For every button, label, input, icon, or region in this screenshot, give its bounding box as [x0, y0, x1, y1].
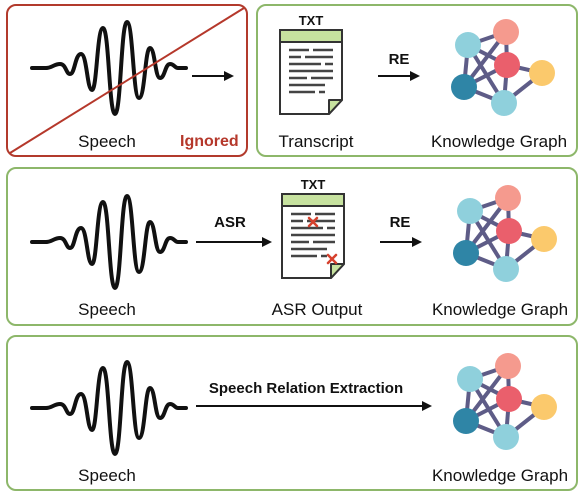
- asr-arrow-label: ASR: [214, 214, 246, 231]
- knowledge-graph-label: Knowledge Graph: [431, 466, 569, 485]
- waveform-icon: [30, 20, 188, 116]
- knowledge-graph-icon: [451, 183, 559, 284]
- document-icon: [278, 28, 344, 116]
- re-arrow-label: RE: [389, 214, 411, 231]
- speech-relation-extraction-label: Speech Relation Extraction: [208, 380, 404, 397]
- transcript-label: Transcript: [278, 132, 354, 151]
- ignored-strike-line: [9, 7, 245, 154]
- knowledge-graph-label: Knowledge Graph: [431, 300, 569, 319]
- re-arrow-label: RE: [388, 51, 410, 68]
- waveform-icon: [30, 360, 188, 456]
- knowledge-graph-label: Knowledge Graph: [430, 132, 568, 151]
- error-mark-icon: [307, 216, 338, 265]
- speech-label: Speech: [78, 132, 136, 151]
- speech-label: Speech: [78, 300, 136, 319]
- knowledge-graph-icon: [451, 351, 559, 452]
- document-icon: [280, 192, 346, 280]
- knowledge-graph-icon: [449, 17, 557, 118]
- speech-label: Speech: [78, 466, 136, 485]
- doc-header-label: TXT: [299, 13, 324, 28]
- waveform-icon: [30, 194, 188, 290]
- ignored-label: Ignored: [180, 133, 239, 150]
- doc-header-label: TXT: [301, 177, 326, 192]
- asr-output-label: ASR Output: [271, 300, 363, 319]
